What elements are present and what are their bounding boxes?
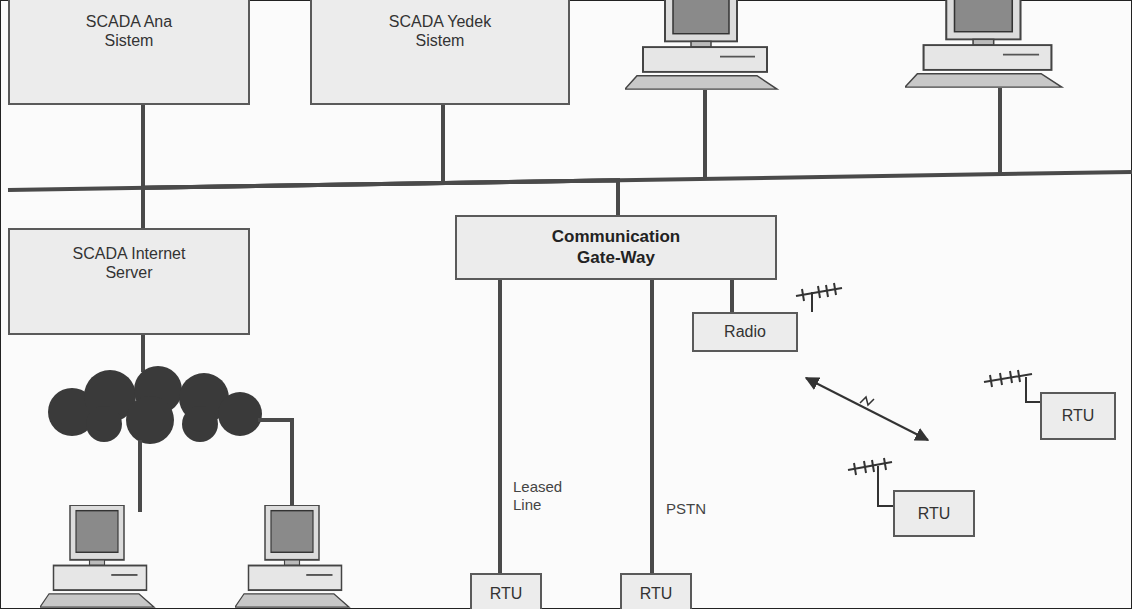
cloud-part	[218, 392, 262, 436]
antenna-mast	[878, 466, 893, 506]
radio-wave-mark	[860, 397, 874, 405]
gateway-box: Communication Gate-Way	[455, 215, 777, 280]
client-computer-icon	[40, 505, 154, 607]
drop-line	[703, 90, 707, 179]
node-label: RTU	[918, 504, 951, 523]
antenna-element	[834, 283, 836, 295]
node-label: SCADA Ana Sistem	[79, 12, 179, 50]
wire	[138, 440, 142, 512]
network-link	[730, 280, 734, 312]
radio-link-arrow	[806, 378, 928, 440]
cloud-part	[86, 406, 122, 442]
rtu-box: RTU	[893, 490, 975, 537]
cloud-part	[182, 406, 218, 442]
link-label: PSTN	[664, 500, 708, 518]
system-box: SCADA Yedek Sistem	[310, 0, 570, 105]
antenna-element	[802, 289, 804, 301]
node-label: Communication Gate-Way	[536, 227, 696, 268]
antenna-element	[826, 285, 828, 297]
antenna-symbol	[848, 458, 893, 506]
antenna-element	[872, 460, 874, 472]
workstation-icon	[905, 0, 1062, 87]
antenna-element	[884, 458, 886, 470]
node-label: SCADA Internet Server	[67, 244, 192, 282]
node-label: RTU	[640, 584, 673, 603]
system-box: SCADA Ana Sistem	[8, 0, 250, 105]
antenna-element	[1018, 370, 1020, 382]
drop-line	[998, 88, 1002, 174]
node-label: RTU	[1062, 406, 1095, 425]
node-label: RTU	[490, 584, 523, 603]
rtu-box: RTU	[1040, 392, 1116, 440]
antenna-symbol	[984, 370, 1040, 402]
radio-box: Radio	[692, 312, 798, 352]
wire	[258, 420, 292, 512]
network-link	[498, 280, 502, 573]
network-link	[143, 105, 443, 228]
internet-cloud	[48, 366, 262, 444]
antenna-symbol	[796, 283, 842, 312]
antenna-mast	[1026, 377, 1040, 402]
antenna-element	[864, 461, 866, 473]
antenna-element	[818, 286, 820, 298]
antenna-element	[1010, 371, 1012, 383]
workstation-icon	[625, 0, 777, 89]
network-link	[650, 280, 654, 573]
rtu-box: RTU	[620, 573, 692, 609]
antenna-element	[854, 463, 856, 475]
antenna-mast	[811, 292, 813, 312]
node-label: SCADA Yedek Sistem	[385, 12, 495, 50]
link-label: Leased Line	[511, 478, 571, 514]
antenna-element	[1000, 373, 1002, 385]
network-link	[143, 105, 618, 215]
network-link	[443, 105, 618, 215]
rtu-box: RTU	[470, 573, 542, 609]
server-box: SCADA Internet Server	[8, 228, 250, 335]
antenna-element	[990, 375, 992, 387]
wire	[141, 335, 145, 372]
cloud-part	[126, 396, 174, 444]
client-computer-icon	[235, 505, 349, 607]
node-label: Radio	[724, 322, 766, 341]
